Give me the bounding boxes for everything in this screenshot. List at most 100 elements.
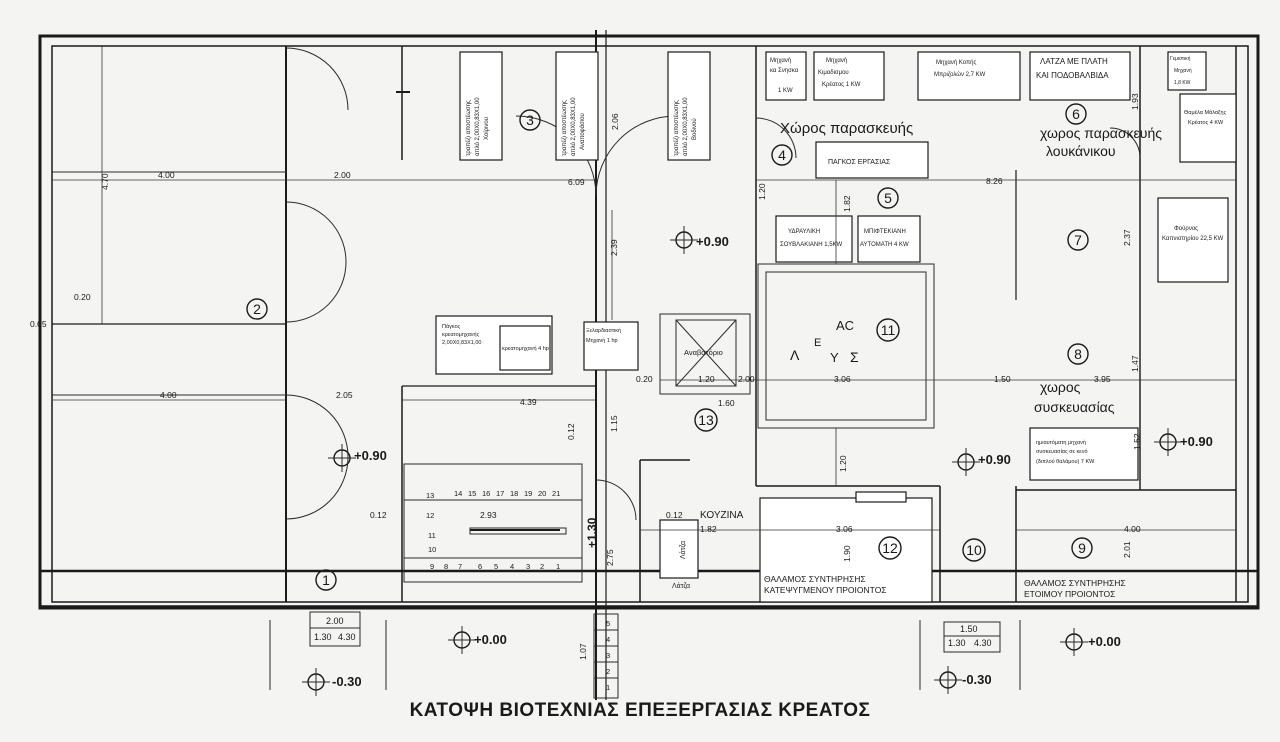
step-number: 19 bbox=[524, 489, 532, 498]
room-marker-9: 9 bbox=[1071, 537, 1093, 559]
table1-line2: απλό 2,00Χ0,83Χ1,00 bbox=[474, 97, 481, 156]
dim-value: 8.26 bbox=[986, 176, 1003, 186]
outside-stairs bbox=[593, 613, 619, 699]
outside-step-number: 1 bbox=[606, 683, 610, 692]
step-number: 9 bbox=[430, 562, 434, 571]
level-label: -0.30 bbox=[962, 672, 992, 687]
dim-value: 2.00 bbox=[334, 170, 351, 180]
level-label: +0.90 bbox=[354, 448, 387, 463]
step-number: 4 bbox=[510, 562, 514, 571]
table1-line1: τραπέζι αποστέωσης bbox=[465, 100, 472, 156]
dim-value: 2.00 bbox=[738, 374, 755, 384]
stair-step-numbers: 13 14 15 16 17 18 19 20 21 12 11 10 9 8 … bbox=[426, 489, 560, 571]
wc-code-3: Υ bbox=[830, 350, 839, 365]
oven-2: Καπνιστηρίου 22,5 KW bbox=[1162, 236, 1224, 242]
mixer-1: ΜΠΙΦΤΕΚΙΑΝΗ bbox=[864, 229, 906, 235]
counter-3: 2,00Χ0,83Χ1,00 bbox=[442, 340, 481, 346]
outside-step-numbers: 5 4 3 2 1 bbox=[606, 619, 610, 692]
outside-step-number: 5 bbox=[606, 619, 610, 628]
machine-b-2: Κιμαδισμου bbox=[818, 70, 849, 76]
step-number: 17 bbox=[496, 489, 504, 498]
step-number: 10 bbox=[428, 545, 436, 554]
level-labels: +0.90 +0.90 +0.90 +0.90 +0.00 +0.00 -0.3… bbox=[332, 234, 1213, 689]
step-number: 21 bbox=[552, 489, 560, 498]
dim-value: 0.12 bbox=[370, 510, 387, 520]
table2-line3: Αναποφάσιου bbox=[579, 113, 586, 150]
room-number: 5 bbox=[884, 190, 892, 206]
dim-value: 0.20 bbox=[74, 292, 91, 302]
lift-shaft bbox=[659, 313, 751, 395]
hydraulic-2: ΣΟΥΒΛΑΚΙΑΝΗ 1,5KW bbox=[780, 242, 843, 248]
mixer-2: ΑΥΤΟΜΑΤΗ 4 KW bbox=[860, 242, 909, 248]
wc-label-s: Σ bbox=[850, 349, 859, 365]
stair-level-label: +1.30 bbox=[585, 517, 599, 548]
equipment-boxes bbox=[435, 51, 1237, 603]
dim-value: 3.06 bbox=[834, 374, 851, 384]
machine-c-1: Μηχανή Κοπής bbox=[936, 59, 976, 66]
room-number: 4 bbox=[778, 147, 786, 163]
tub-1: Θαμέλα Μάλαξης bbox=[1184, 109, 1227, 116]
slicer-2: Μηχανή 1 hp bbox=[586, 337, 618, 344]
dimension-labels: 4.00 4.70 2.00 6.09 2.06 8.26 1.93 0.20 … bbox=[30, 93, 1142, 660]
room-label-cold-frozen-2: ΚΑΤΕΨΥΓΜΕΝΟΥ ΠΡΟΙΟΝΤΟΣ bbox=[764, 585, 887, 595]
step-number: 3 bbox=[526, 562, 530, 571]
step-number: 8 bbox=[444, 562, 448, 571]
room-number-markers: 1 2 3 4 5 6 7 8 9 10 11 12 13 bbox=[246, 103, 1093, 591]
dim-value: 1.50 bbox=[994, 374, 1011, 384]
opening-height: 1.30 bbox=[314, 632, 332, 642]
step-number: 2 bbox=[540, 562, 544, 571]
room-number: 3 bbox=[526, 112, 534, 128]
room-label-cold-ready-1: ΘΑΛΑΜΟΣ ΣΥΝΤΗΡΗΣΗΣ bbox=[1024, 578, 1126, 588]
step-number: 18 bbox=[510, 489, 518, 498]
dim-value: 4.39 bbox=[520, 397, 537, 407]
level-label: +0.00 bbox=[1088, 634, 1121, 649]
room-marker-6: 6 bbox=[1065, 103, 1087, 125]
dim-value: 2.01 bbox=[1122, 541, 1132, 558]
room-label-packaging-1: χωρος bbox=[1040, 379, 1081, 395]
opening-head: 4.30 bbox=[974, 638, 992, 648]
step-number: 20 bbox=[538, 489, 546, 498]
room-label-packaging-2: συσκευασίας bbox=[1034, 399, 1115, 415]
room-marker-2: 2 bbox=[246, 298, 268, 320]
dim-value: 0.20 bbox=[636, 374, 653, 384]
room-label-cold-frozen-1: ΘΑΛΑΜΟΣ ΣΥΝΤΗΡΗΣΗΣ bbox=[764, 574, 866, 584]
step-number: 13 bbox=[426, 491, 434, 500]
dim-value: 0.05 bbox=[30, 319, 47, 329]
room-number: 6 bbox=[1072, 106, 1080, 122]
room-number: 10 bbox=[966, 542, 982, 558]
dim-value: 2.06 bbox=[610, 113, 620, 130]
dim-value: 6.09 bbox=[568, 177, 585, 187]
room-label-sausage-1: χωρος παρασκευής bbox=[1040, 125, 1162, 141]
table2-line1: τραπέζι αποστέωσης bbox=[561, 100, 568, 156]
machine-a-3: 1 KW bbox=[778, 88, 793, 94]
step-number: 16 bbox=[482, 489, 490, 498]
machine-a-1: Μηχανή bbox=[770, 57, 791, 64]
table1-line3: Χοίρινου bbox=[484, 117, 490, 140]
wc-label-l: Λ bbox=[790, 347, 800, 363]
dim-value: 4.70 bbox=[100, 173, 110, 190]
room-marker-3: 3 bbox=[519, 109, 541, 131]
drawing-title: ΚΑΤΟΨΗ ΒΙΟΤΕΧΝΙΑΣ ΕΠΕΞΕΡΓΑΣΙΑΣ ΚΡΕΑΤΟΣ bbox=[409, 700, 871, 721]
level-label: +0.90 bbox=[1180, 434, 1213, 449]
vacuum-1: ημιαυτόματη μηχανή bbox=[1036, 439, 1086, 446]
room-label-prep: Χώρος παρασκευής bbox=[780, 120, 913, 137]
staircase bbox=[403, 463, 583, 583]
opening-width: 1.50 bbox=[960, 624, 978, 634]
dim-value: 1.20 bbox=[698, 374, 715, 384]
wc-code-1: ΑC bbox=[836, 318, 854, 333]
vacuum-2: συσκευασίας σε κενό bbox=[1036, 448, 1088, 455]
dim-value: 1.52 bbox=[1132, 433, 1142, 450]
dim-value: 1.47 bbox=[1130, 355, 1140, 372]
outside-step-number: 4 bbox=[606, 635, 610, 644]
room-number: 13 bbox=[698, 412, 714, 428]
outside-step-number: 3 bbox=[606, 651, 610, 660]
room-marker-13: 13 bbox=[694, 408, 718, 432]
slicer-1: Ξελαρδιαστική bbox=[586, 327, 621, 334]
dim-value: 4.00 bbox=[160, 390, 177, 400]
table3-line2: απλό 2,00Χ0,83Χ1,00 bbox=[682, 97, 689, 156]
entrance-openings bbox=[269, 611, 1021, 690]
equipment-labels: τραπέζι αποστέωσης απλό 2,00Χ0,83Χ1,00 Χ… bbox=[442, 55, 1227, 465]
wc-block bbox=[757, 263, 935, 429]
machine-b-1: Μηχανή bbox=[826, 57, 847, 64]
dim-value: 1.82 bbox=[842, 195, 852, 212]
